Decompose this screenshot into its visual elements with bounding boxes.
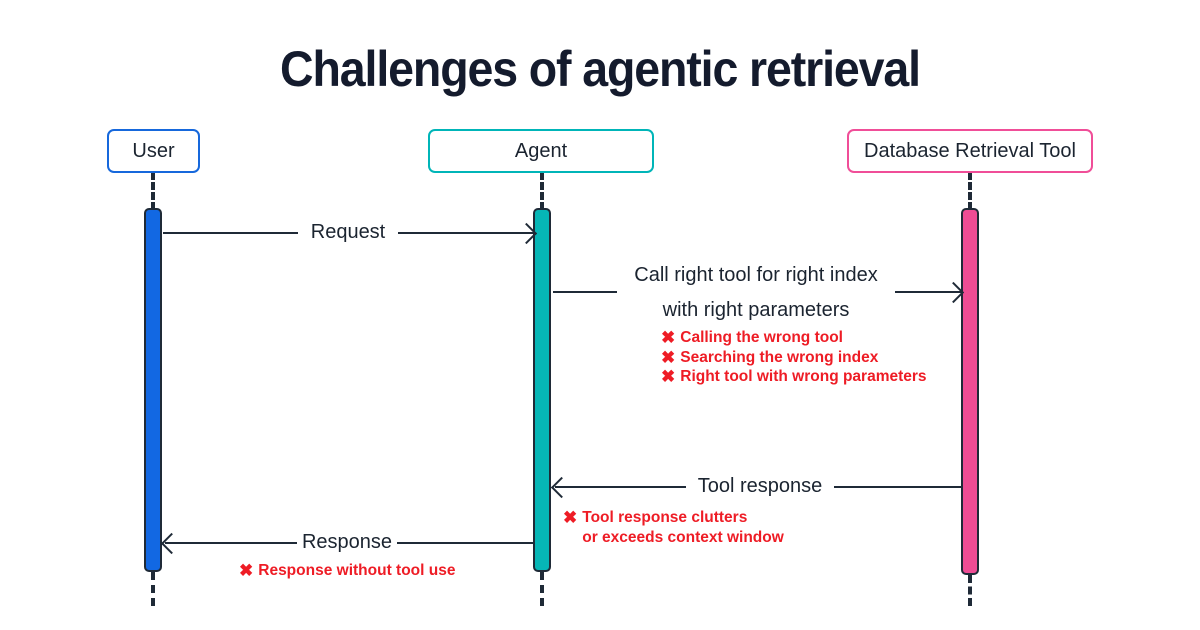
- participant-label-user: User: [132, 139, 175, 162]
- failure-item: ✖ Right tool with wrong parameters: [661, 367, 927, 387]
- message-label-request: Request: [310, 221, 386, 243]
- message-line-request-right: [398, 232, 534, 234]
- lifeline-tool-lower: [968, 575, 972, 606]
- participant-box-agent[interactable]: Agent: [428, 129, 654, 173]
- lifeline-user-lower: [151, 572, 155, 606]
- message-label-response: Response: [301, 531, 393, 553]
- failure-list-tool-response: ✖ Tool response clutters or exceeds cont…: [563, 508, 784, 547]
- failure-item: ✖ Calling the wrong tool: [661, 328, 927, 348]
- failure-text: Searching the wrong index: [680, 348, 879, 366]
- message-line-toolcall-right: [895, 291, 961, 293]
- message-line-request-left: [163, 232, 298, 234]
- lifeline-user-upper: [151, 172, 155, 210]
- failure-item: ✖ Searching the wrong index: [661, 348, 927, 368]
- error-x-icon: ✖: [239, 561, 254, 580]
- failure-list-response: ✖ Response without tool use: [239, 561, 455, 581]
- message-line-response-right: [397, 542, 533, 544]
- failure-text: Response without tool use: [258, 562, 456, 579]
- error-x-icon: ✖: [661, 328, 676, 347]
- lifeline-agent-lower: [540, 572, 544, 606]
- message-line-toolcall-left: [553, 291, 617, 293]
- error-x-icon: ✖: [563, 508, 578, 527]
- activation-bar-user: [144, 208, 162, 572]
- activation-bar-tool: [961, 208, 979, 575]
- failure-list-tool-call: ✖ Calling the wrong tool ✖ Searching the…: [661, 328, 927, 387]
- failure-text: Right tool with wrong parameters: [680, 368, 927, 385]
- participant-label-agent: Agent: [514, 139, 568, 162]
- failure-text: Tool response clutters or exceeds contex…: [582, 508, 784, 547]
- message-label-toolcall: Call right tool for right index with rig…: [617, 258, 895, 328]
- message-label-toolcall-line1: Call right tool for right index: [634, 264, 878, 286]
- page-title: Challenges of agentic retrieval: [280, 41, 921, 97]
- message-line-response-left: [165, 542, 297, 544]
- error-x-icon: ✖: [661, 367, 676, 386]
- error-x-icon: ✖: [661, 347, 676, 367]
- failure-text-line1: Tool response clutters: [582, 509, 748, 526]
- message-line-toolresponse-right: [834, 486, 961, 488]
- activation-bar-agent: [533, 208, 551, 572]
- failure-text: Calling the wrong tool: [680, 329, 843, 346]
- message-label-toolcall-line2: with right parameters: [662, 299, 850, 321]
- participant-box-tool[interactable]: Database Retrieval Tool: [847, 129, 1093, 173]
- failure-item: ✖ Response without tool use: [239, 561, 455, 581]
- failure-text-line2: or exceeds context window: [582, 528, 784, 546]
- message-line-toolresponse-left: [555, 486, 686, 488]
- lifeline-agent-upper: [540, 172, 544, 210]
- lifeline-tool-upper: [968, 172, 972, 210]
- participant-label-tool: Database Retrieval Tool: [864, 139, 1076, 162]
- message-label-toolresponse: Tool response: [697, 475, 823, 497]
- participant-box-user[interactable]: User: [107, 129, 200, 173]
- failure-item: ✖ Tool response clutters or exceeds cont…: [563, 508, 784, 547]
